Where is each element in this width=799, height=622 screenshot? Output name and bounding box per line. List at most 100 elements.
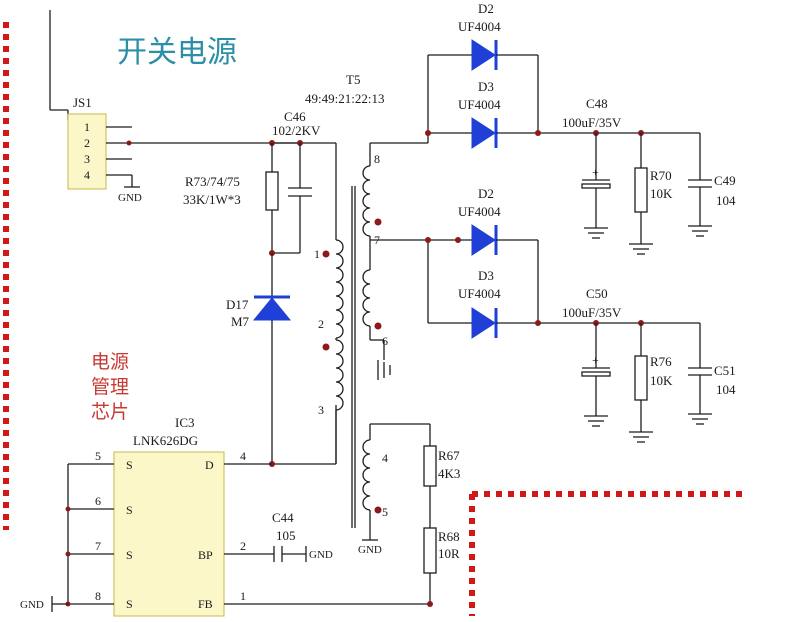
ic3-pin-fb: FB <box>198 597 213 611</box>
d2-upper-part: UF4004 <box>458 19 501 34</box>
c49-value: 104 <box>716 193 736 208</box>
junction-dot <box>126 140 132 146</box>
ic3-pinnum-2: 2 <box>240 539 246 553</box>
t5-dot-8 <box>374 218 382 226</box>
d17-value: M7 <box>231 314 250 329</box>
ic3-name: IC3 <box>175 415 195 430</box>
transformer-t5: T5 49:49:21:22:13 1 2 3 8 7 6 <box>305 72 430 556</box>
c44-name: C44 <box>272 510 294 525</box>
snubber-network: C46 102/2KV R73/74/75 33K/1W*3 <box>183 109 337 256</box>
t5-dot-2 <box>322 343 330 351</box>
t5-dot-1 <box>322 250 330 258</box>
t5-pin-8: 8 <box>374 152 380 166</box>
js1-gnd-label: GND <box>118 192 142 204</box>
r76-value: 10K <box>650 373 673 388</box>
ic3-pinnum-6: 6 <box>95 494 101 508</box>
ic3-pin-s4: S <box>126 597 133 611</box>
d3-upper-part: UF4004 <box>458 97 501 112</box>
c50-name: C50 <box>586 286 608 301</box>
t5-pin-2: 2 <box>318 317 324 331</box>
diode-d17: D17 M7 <box>226 253 292 464</box>
c44-gnd-label: GND <box>309 549 333 561</box>
capacitor-c44: C44 105 GND <box>272 510 333 562</box>
r73-value: 33K/1W*3 <box>183 192 241 207</box>
js1-pin-2: 2 <box>84 136 90 150</box>
connector-js1: JS1 1 2 3 4 GND <box>49 10 300 204</box>
junction-dot <box>425 130 431 136</box>
t5-pin-5: 5 <box>382 505 388 519</box>
ic3-pin-s1: S <box>126 458 133 472</box>
t5-dot-5 <box>374 506 382 514</box>
junction-dot <box>427 601 433 607</box>
c48-value: 100uF/35V <box>562 115 622 130</box>
feedback-divider: R67 4K3 R68 10R <box>423 424 460 607</box>
c50-plus: + <box>592 353 599 367</box>
annotation-line-3: 芯片 <box>91 401 129 423</box>
junction-dot <box>455 237 461 243</box>
resistor-r68 <box>423 527 437 574</box>
ic3-pinnum-1: 1 <box>240 589 246 603</box>
ic3-pin-s3: S <box>126 548 133 562</box>
ic3-pin-s2: S <box>126 503 133 517</box>
gnd-left-label: GND <box>20 599 44 611</box>
ic3-pinnum-4: 4 <box>240 449 246 463</box>
js1-pin-3: 3 <box>84 152 90 166</box>
cap-c48-plate <box>581 183 611 189</box>
junction-dot <box>65 506 71 512</box>
junction-dot <box>425 237 431 243</box>
r67-name: R67 <box>438 448 460 463</box>
ic3-lnk626dg: IC3 LNK626DG S S S S D BP FB 5 6 7 8 4 2… <box>20 415 430 617</box>
r70-value: 10K <box>650 186 673 201</box>
diode-d3-upper <box>471 117 496 149</box>
js1-pin-1: 1 <box>84 120 90 134</box>
t5-pin-4: 4 <box>382 451 388 465</box>
rectifier-lower: D2 UF4004 D3 UF4004 C50 100uF/35V + R76 … <box>425 186 736 443</box>
c51-name: C51 <box>714 363 736 378</box>
resistor-r67 <box>423 445 437 487</box>
d3-lower-name: D3 <box>478 268 494 283</box>
resistor-r76 <box>634 355 648 401</box>
c44-value: 105 <box>276 528 296 543</box>
c46-name: C46 <box>284 109 306 124</box>
ic3-pin-bp: BP <box>198 548 213 562</box>
ic3-pinnum-7: 7 <box>95 539 101 553</box>
title: 开关电源 <box>117 35 237 70</box>
t5-gnd-label: GND <box>358 544 382 556</box>
r70-name: R70 <box>650 168 672 183</box>
ic3-pin-d: D <box>205 458 214 472</box>
cap-c50-plate <box>581 371 611 377</box>
c48-plus: + <box>592 165 599 179</box>
d3-upper-name: D3 <box>478 79 494 94</box>
ic3-part: LNK626DG <box>133 433 198 448</box>
junction-dot <box>535 130 541 136</box>
diode-d2-lower <box>471 224 496 256</box>
c46-value: 102/2KV <box>272 123 321 138</box>
junction-dot <box>535 320 541 326</box>
annotation-line-1: 电源 <box>91 351 129 373</box>
r68-value: 10R <box>438 546 460 561</box>
ic3-pinnum-8: 8 <box>95 589 101 603</box>
r68-name: R68 <box>438 529 460 544</box>
t5-pin-6: 6 <box>382 334 388 348</box>
t5-ratio: 49:49:21:22:13 <box>305 91 384 106</box>
c50-value: 100uF/35V <box>562 305 622 320</box>
d17-diode-symbol <box>252 297 292 321</box>
junction-dot <box>65 551 71 557</box>
resistor-r73 <box>265 171 279 211</box>
d2-lower-part: UF4004 <box>458 204 501 219</box>
t5-pin-1: 1 <box>314 247 320 261</box>
c51-value: 104 <box>716 382 736 397</box>
d2-lower-name: D2 <box>478 186 494 201</box>
r67-value: 4K3 <box>438 466 460 481</box>
t5-pin-3: 3 <box>318 403 324 417</box>
ic3-pinnum-5: 5 <box>95 449 101 463</box>
diode-d3-lower <box>471 307 496 339</box>
rectifier-upper: D2 UF4004 D3 UF4004 C48 100uF/35V + R70 … <box>425 1 736 255</box>
t5-name: T5 <box>346 72 360 87</box>
d3-lower-part: UF4004 <box>458 286 501 301</box>
diode-d2-upper <box>471 39 496 71</box>
js1-pin-4: 4 <box>84 168 90 182</box>
ic3-body <box>113 451 225 617</box>
js1-body <box>67 113 107 190</box>
